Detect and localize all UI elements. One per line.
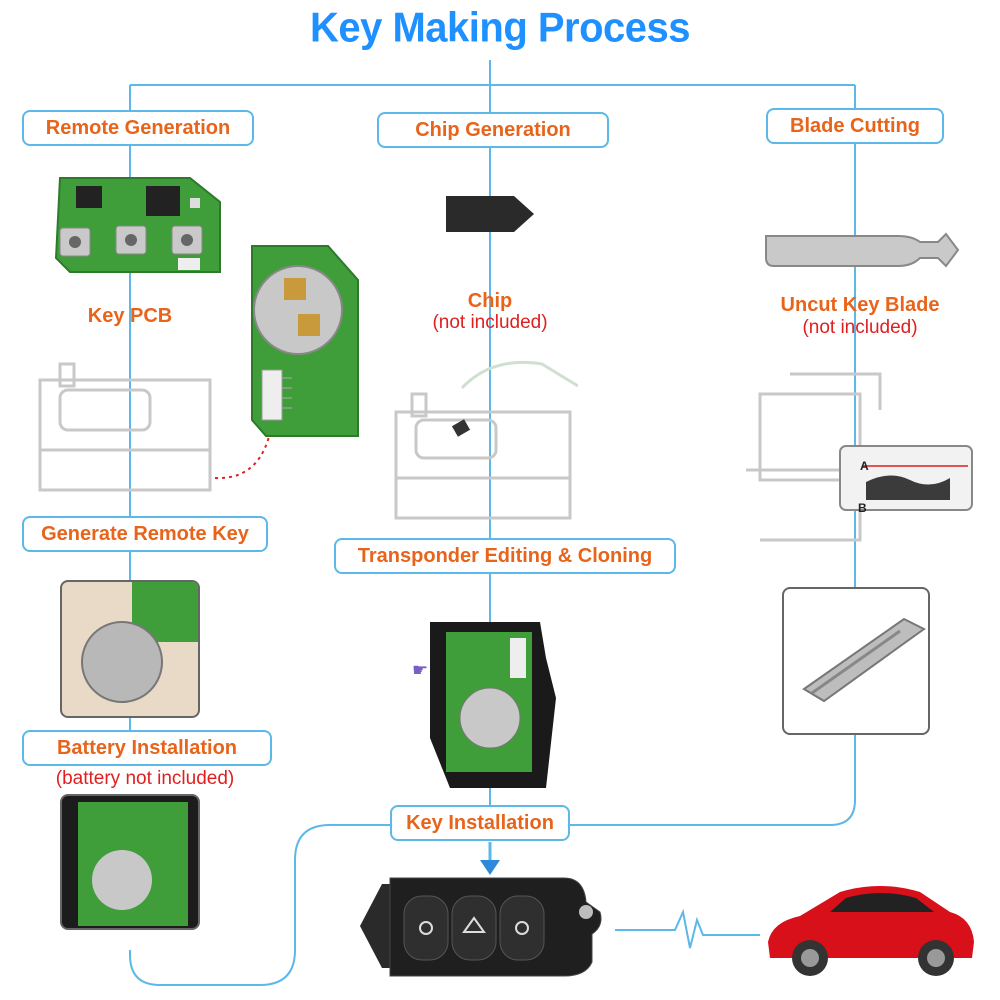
blade-note: (not included) — [802, 317, 918, 338]
key-cutting-machine: A B — [746, 372, 973, 542]
key-blade-image — [765, 232, 960, 268]
step-transponder: Transponder Editing & Cloning — [334, 538, 676, 574]
flip-key-image — [360, 877, 602, 977]
down-arrow-icon — [480, 860, 500, 875]
step-remote-generation: Remote Generation — [22, 110, 254, 146]
chip-image — [446, 196, 534, 232]
chip-label: Chip — [467, 290, 513, 312]
assembled-remote-image: ☛ — [412, 622, 556, 788]
key-tool-device-center — [394, 360, 578, 520]
battery-note: (battery not included) — [55, 768, 235, 789]
step-key-installation: Key Installation — [390, 805, 570, 841]
page-title: Key Making Process — [309, 4, 691, 52]
step-battery-installation: Battery Installation — [22, 730, 272, 766]
battery-coin-photo — [60, 580, 200, 718]
key-pcb-image — [54, 177, 221, 273]
trunk-icon — [462, 916, 486, 933]
lock-icon — [515, 921, 529, 935]
key-tool-device-left — [38, 362, 212, 492]
key-shell-photo — [60, 794, 200, 930]
battery-to-install-line — [129, 824, 390, 986]
signal-wave — [615, 908, 760, 949]
cut-key-photo — [782, 587, 930, 735]
step-blade-cutting: Blade Cutting — [766, 108, 944, 144]
chip-note: (not included) — [432, 312, 548, 333]
red-car-image — [768, 886, 974, 976]
marker-b: B — [858, 501, 867, 515]
step-chip-generation: Chip Generation — [377, 112, 609, 148]
blade-line — [570, 143, 856, 826]
unlock-icon — [419, 921, 433, 935]
top-connector — [129, 60, 856, 112]
key-pcb-label: Key PCB — [87, 305, 173, 327]
uncut-blade-label: Uncut Key Blade — [780, 294, 940, 316]
step-generate-remote-key: Generate Remote Key — [22, 516, 268, 552]
battery-pcb-image — [251, 245, 359, 437]
marker-a: A — [860, 459, 869, 473]
hand-pointer-icon: ☛ — [412, 660, 428, 680]
